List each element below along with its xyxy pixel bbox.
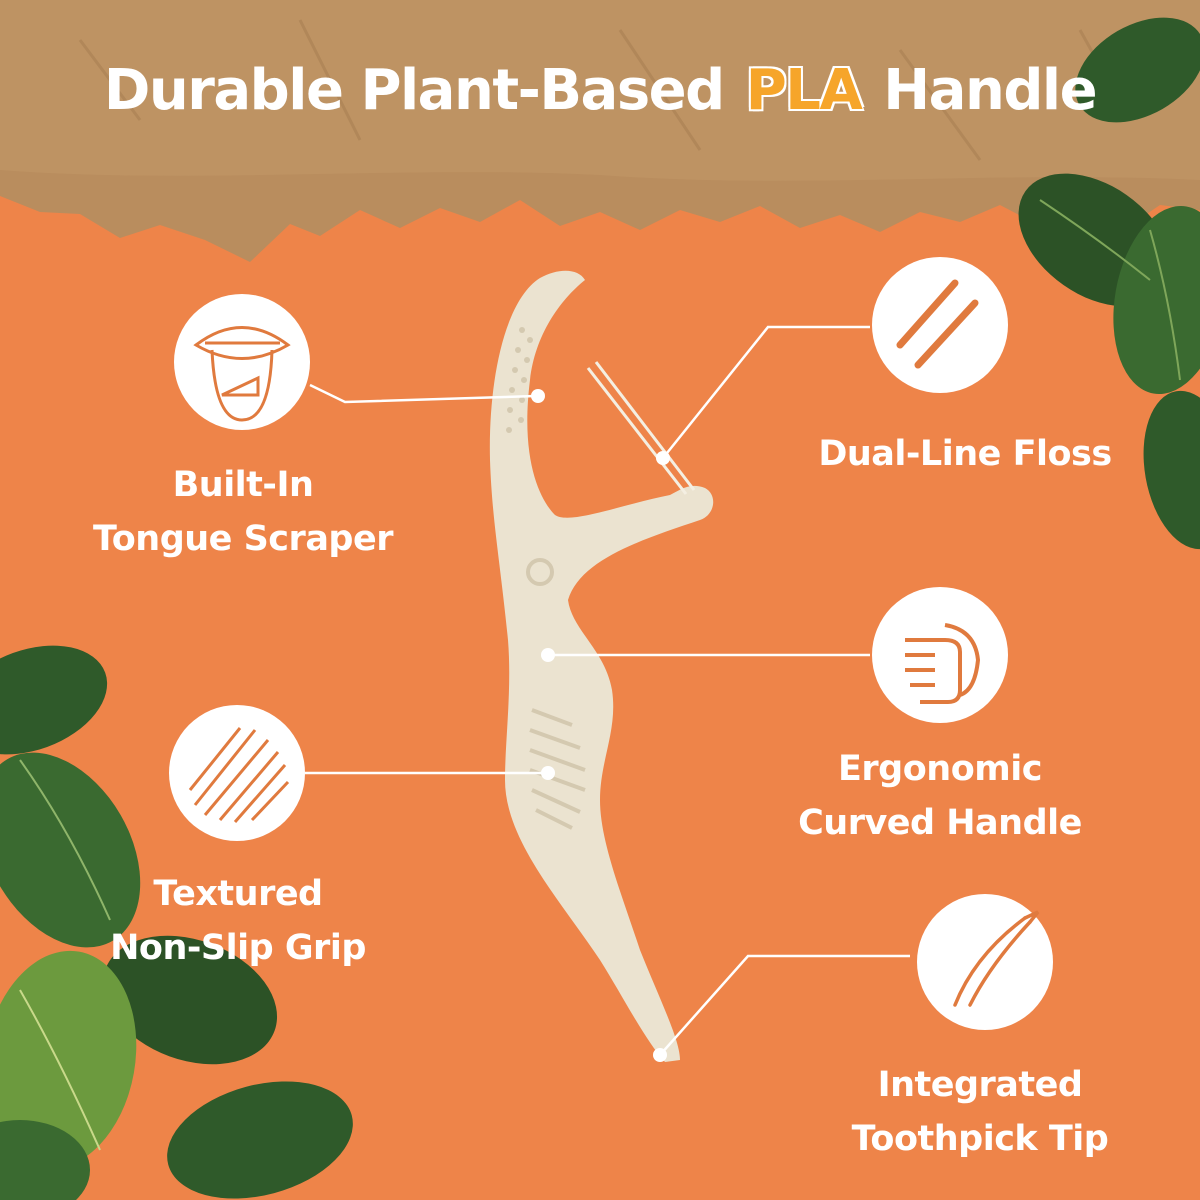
leaves-top-right xyxy=(1018,17,1200,550)
feature-title: Dual-Line Floss xyxy=(818,434,1112,474)
feature-title: Ergonomic xyxy=(838,749,1042,789)
feature-label-tongue-scraper: Built-In Tongue Scraper xyxy=(58,458,428,566)
feature-title: Textured xyxy=(153,874,323,914)
feature-subtitle: Non-Slip Grip xyxy=(110,928,366,968)
leaves-bottom-left xyxy=(0,645,353,1200)
tongue-scraper-icon xyxy=(174,294,310,430)
feature-subtitle: Toothpick Tip xyxy=(851,1119,1109,1159)
texture-lines-glyph xyxy=(188,727,290,823)
callout-lines xyxy=(305,325,910,1056)
floss-pick-product xyxy=(489,270,714,1063)
feature-label-ergonomic-handle: Ergonomic Curved Handle xyxy=(760,742,1120,850)
dual-line-floss-glyph xyxy=(896,279,979,369)
feature-icon-circles xyxy=(169,257,1053,1030)
texture-lines-icon xyxy=(169,705,305,841)
connector-toothpick-tip xyxy=(659,954,910,1056)
headline-suffix: Handle xyxy=(865,58,1097,123)
connector-dual-line-floss xyxy=(662,325,870,459)
kraft-paper-banner xyxy=(0,0,1200,262)
feature-subtitle: Tongue Scraper xyxy=(93,519,393,559)
feature-subtitle: Curved Handle xyxy=(798,803,1082,843)
tongue-scraper-glyph xyxy=(193,326,291,422)
headline: Durable Plant-Based PLA Handle xyxy=(0,58,1200,123)
feature-label-textured-grip: Textured Non-Slip Grip xyxy=(58,867,418,975)
dual-line-floss-icon xyxy=(872,257,1008,393)
feature-title: Built-In xyxy=(172,465,314,505)
feature-title: Integrated xyxy=(877,1065,1083,1105)
toothpick-tip-glyph xyxy=(953,910,1040,1007)
connector-tongue-scraper xyxy=(309,383,536,404)
hand-grip-icon xyxy=(872,587,1008,723)
toothpick-tip-icon xyxy=(917,894,1053,1030)
hand-grip-glyph xyxy=(905,623,980,704)
headline-prefix: Durable Plant-Based xyxy=(103,58,742,123)
feature-label-toothpick-tip: Integrated Toothpick Tip xyxy=(800,1058,1160,1166)
headline-highlight: PLA xyxy=(745,58,863,123)
feature-label-dual-line-floss: Dual-Line Floss xyxy=(770,427,1160,481)
callout-dots xyxy=(531,389,670,1062)
